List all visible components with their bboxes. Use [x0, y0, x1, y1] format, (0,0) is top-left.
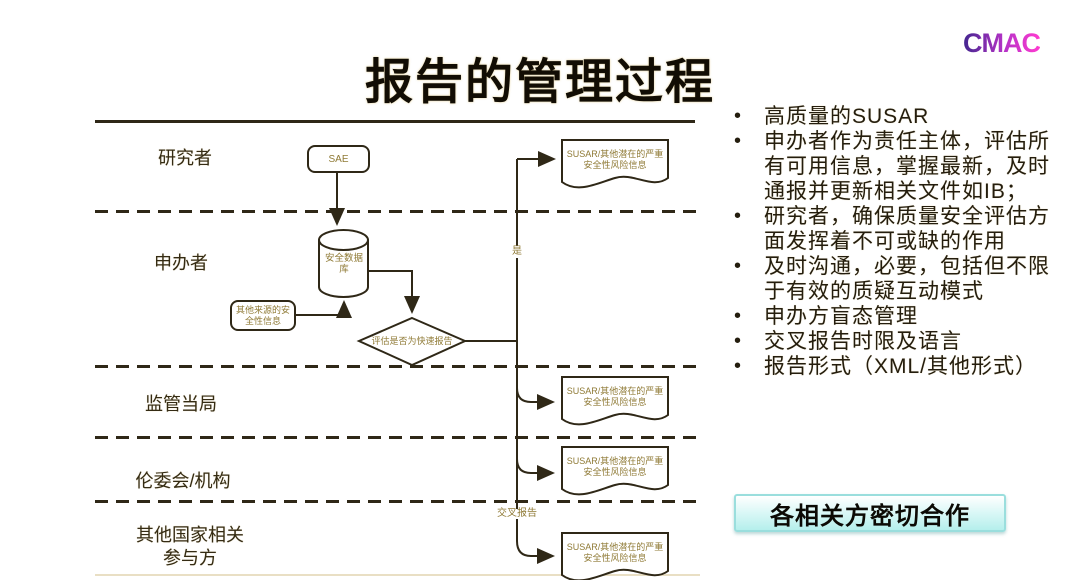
bullet-item: • 及时沟通，必要，包括但不限于有效的质疑互动模式: [730, 254, 1060, 304]
bullet-item: • 研究者，确保质量安全评估方面发挥着不可或缺的作用: [730, 204, 1060, 254]
bullet-text: 交叉报告时限及语言: [764, 330, 962, 353]
arrow-bus-to-doc3: [516, 458, 555, 481]
lane-divider-4: [95, 500, 700, 503]
document-label-regulator: SUSAR/其他潜在的严重安全性风险信息: [566, 386, 664, 407]
bullet-marker: •: [734, 305, 742, 327]
arrow-bus-to-doc4: [516, 540, 555, 564]
other-source-box: 其他来源的安全性信息: [230, 300, 296, 331]
cmac-logo: CMAC: [963, 28, 1041, 58]
yes-edge-label: 是: [511, 246, 523, 258]
callout-box: 各相关方密切合作: [734, 494, 1006, 532]
document-label-ethics: SUSAR/其他潜在的严重安全性风险信息: [566, 456, 664, 477]
lane-divider-3: [95, 436, 700, 439]
bullet-text: 报告形式（XML/其他形式）: [764, 355, 1038, 378]
document-shape-other-countries: [561, 532, 669, 580]
safety-database-cylinder: [318, 229, 369, 298]
document-shape-ethics: [561, 446, 669, 496]
bullet-marker: •: [734, 330, 742, 352]
decision-label: 评估是否为快速报告: [371, 336, 453, 346]
lane-top-line: [95, 120, 695, 123]
lane-label-ethics-committee: 伦委会/机构: [135, 471, 231, 491]
bullet-item: • 高质量的SUSAR: [730, 104, 1060, 129]
arrow-source-to-database: [294, 300, 352, 318]
document-shape-researcher: [561, 139, 669, 189]
lane-label-researcher: 研究者: [158, 148, 212, 168]
lane-label-regulator: 监管当局: [145, 394, 217, 414]
bullet-text: 研究者，确保质量安全评估方面发挥着不可或缺的作用: [764, 205, 1050, 253]
bullet-item: • 交叉报告时限及语言: [730, 329, 1060, 354]
cross-report-edge-label: 交叉报告: [497, 508, 537, 519]
bullet-text: 及时沟通，必要，包括但不限于有效的质疑互动模式: [764, 255, 1050, 303]
database-label: 安全数据库: [324, 253, 363, 275]
arrow-database-to-decision: [367, 270, 420, 314]
arrow-bus-to-doc2: [516, 387, 555, 410]
sae-box: SAE: [307, 145, 370, 173]
bullet-item: • 申办方盲态管理: [730, 304, 1060, 329]
bullet-item: • 报告形式（XML/其他形式）: [730, 354, 1060, 379]
lane-divider-1: [95, 210, 700, 213]
bullet-marker: •: [734, 205, 742, 227]
bullet-text: 申办方盲态管理: [764, 305, 918, 328]
bullet-item: • 申办者作为责任主体，评估所有可用信息，掌握最新，及时通报并更新相关文件如IB…: [730, 129, 1060, 204]
bullet-marker: •: [734, 105, 742, 127]
bullet-text: 高质量的SUSAR: [764, 105, 930, 128]
page-title: 报告的管理过程: [364, 56, 715, 109]
lane-label-other-countries: 其他国家相关参与方: [136, 525, 244, 568]
lane-bottom-line: [95, 574, 700, 576]
bullet-marker: •: [734, 130, 742, 152]
bullet-marker: •: [734, 355, 742, 377]
document-label-other-countries: SUSAR/其他潜在的严重安全性风险信息: [566, 542, 664, 563]
document-label-researcher: SUSAR/其他潜在的严重安全性风险信息: [566, 149, 664, 170]
lane-divider-2: [95, 365, 700, 368]
callout-label: 各相关方密切合作: [770, 502, 970, 530]
bullet-list: • 高质量的SUSAR • 申办者作为责任主体，评估所有可用信息，掌握最新，及时…: [730, 104, 1060, 379]
lane-label-sponsor: 申办者: [154, 253, 208, 273]
decision-diamond: [356, 316, 468, 367]
document-shape-regulator: [561, 376, 669, 426]
bullet-marker: •: [734, 255, 742, 277]
bullet-text: 申办者作为责任主体，评估所有可用信息，掌握最新，及时通报并更新相关文件如IB；: [764, 130, 1050, 203]
